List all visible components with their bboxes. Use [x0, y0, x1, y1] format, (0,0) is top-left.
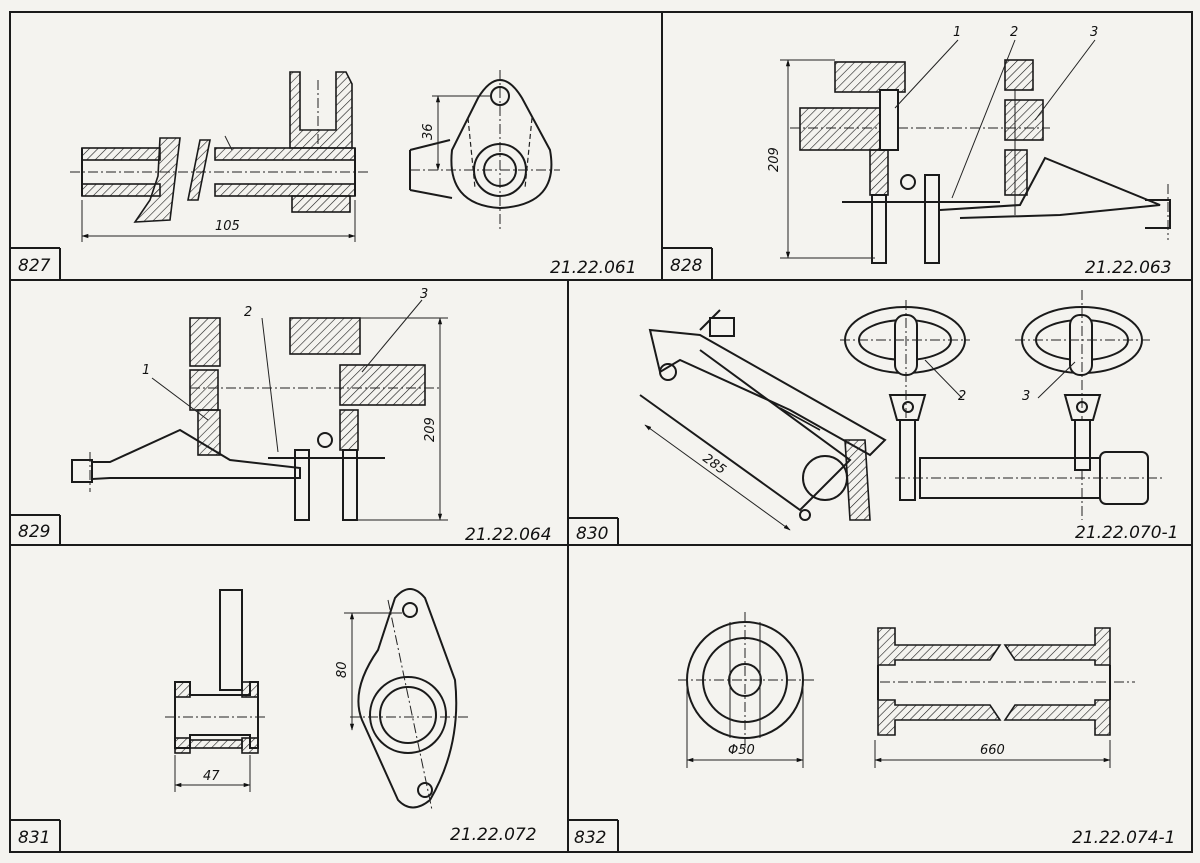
callout-828-1: 1	[953, 25, 961, 40]
callout-leaders-828	[894, 39, 1096, 199]
callout-830-2: 2	[958, 389, 966, 404]
callout-829-3: 3	[420, 287, 428, 302]
panel-831: 47 80 831 21.22.072	[10, 588, 537, 852]
panel-829: 1 2 3 209 829 21.22.064	[10, 287, 552, 545]
tube-section-drawing	[874, 627, 1135, 768]
linkage-drawing	[639, 309, 887, 531]
lever-view-drawing	[409, 70, 560, 230]
part-code-830: 21.22.070-1	[1075, 523, 1178, 543]
part-code-829: 21.22.064	[465, 525, 552, 545]
callout-829-2: 2	[244, 305, 252, 320]
fork-assembly-left	[840, 300, 970, 501]
callout-leaders-830	[924, 359, 1076, 399]
bushing-section-drawing	[165, 589, 265, 792]
panel-827: 105 36 827 21.22.061	[10, 70, 637, 280]
panel-830: 285 2	[568, 290, 1178, 545]
panel-number-829: 829	[18, 522, 50, 542]
panel-828: 1 2 3 209 828 21.22.063	[662, 25, 1172, 280]
dim-827-height: 36	[421, 123, 436, 140]
part-code-832: 21.22.074-1	[1072, 828, 1175, 848]
dim-828-height: 209	[767, 147, 782, 172]
callout-828-3: 3	[1090, 25, 1098, 40]
end-view-drawing	[678, 612, 815, 768]
cylinder-body	[895, 451, 1165, 505]
panel-number-827: 827	[18, 256, 51, 276]
dim-832-length: 660	[980, 743, 1005, 758]
callout-828-2: 2	[1010, 25, 1018, 40]
part-code-831: 21.22.072	[450, 825, 537, 845]
dim-827-length: 105	[215, 219, 240, 234]
fork-assembly-right	[1015, 290, 1150, 520]
dim-831-width: 47	[203, 769, 220, 784]
flange-view-drawing	[344, 588, 470, 811]
gear-assembly-drawing	[71, 317, 440, 521]
panel-832: Φ50 660 832 21.22.074-1	[568, 612, 1175, 852]
panel-number-830: 830	[576, 524, 608, 544]
panel-number-831: 831	[18, 828, 50, 848]
gear-assembly-drawing	[790, 59, 1171, 264]
callout-830-3: 3	[1022, 389, 1030, 404]
dim-832-diameter: Φ50	[728, 743, 755, 758]
part-code-827: 21.22.061	[550, 258, 637, 278]
dim-831-height: 80	[335, 661, 350, 678]
callout-leaders-829	[151, 299, 423, 453]
dim-829-height: 209	[423, 417, 438, 442]
sheet-frame	[9, 11, 1193, 853]
shaft-section-drawing	[70, 71, 370, 242]
callout-829-1: 1	[142, 363, 150, 378]
part-code-828: 21.22.063	[1085, 258, 1172, 278]
panel-number-832: 832	[574, 828, 606, 848]
panel-number-828: 828	[670, 256, 703, 276]
